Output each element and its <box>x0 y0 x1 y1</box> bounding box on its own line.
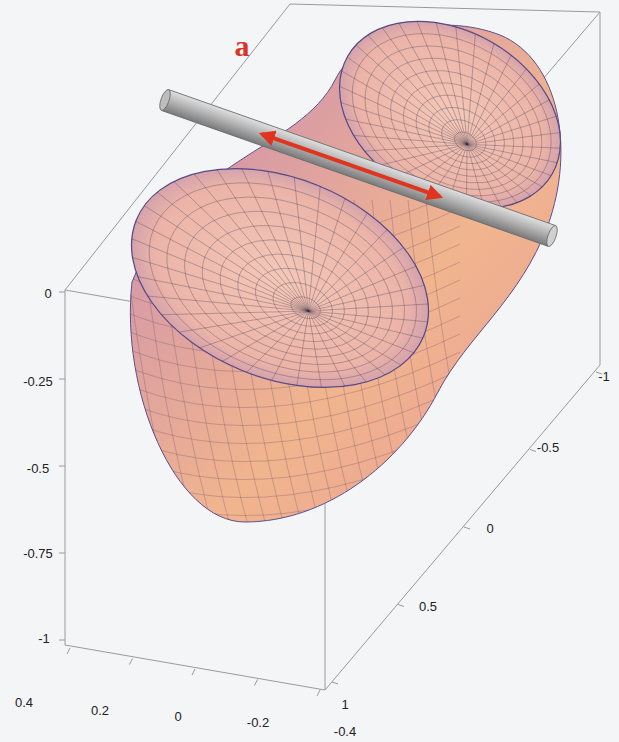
mesh-spoke <box>308 275 442 360</box>
tick-label: -0.5 <box>537 441 559 454</box>
rod-end <box>545 224 560 247</box>
tick-label: 0 <box>44 287 51 300</box>
tick-label: 0.4 <box>15 696 33 709</box>
mesh-spoke <box>218 160 354 311</box>
mesh-spoke <box>171 159 348 311</box>
tick <box>332 682 338 684</box>
rod <box>158 88 560 247</box>
mesh-spoke <box>344 19 498 145</box>
tick-label: 0 <box>486 522 493 535</box>
mesh-spoke <box>385 13 515 144</box>
mesh-spoke <box>147 255 309 370</box>
tick <box>59 292 65 293</box>
mesh-ring <box>183 201 400 382</box>
rod-label: a <box>235 31 250 61</box>
mesh-spoke <box>187 275 308 389</box>
tick <box>192 669 195 675</box>
mesh-spoke <box>331 65 468 144</box>
mesh-ring <box>162 182 416 393</box>
mesh-spoke <box>300 189 357 311</box>
mesh-spoke <box>308 204 394 328</box>
mesh-spoke <box>403 18 519 145</box>
mesh-spoke <box>467 78 566 179</box>
mesh-spoke <box>284 311 374 397</box>
tick <box>59 466 65 467</box>
mesh-spoke <box>467 144 553 194</box>
mesh-line <box>408 200 468 540</box>
mesh-line <box>426 200 486 540</box>
tick-label: -1 <box>38 632 50 645</box>
tick-label: 1 <box>341 698 348 711</box>
tick <box>67 648 70 654</box>
mesh-spoke <box>267 308 309 393</box>
mesh-spoke <box>295 311 409 384</box>
mesh-line <box>100 388 460 444</box>
mesh-spoke <box>467 116 569 194</box>
mesh-spoke <box>460 144 547 203</box>
rod-end <box>158 88 173 111</box>
mesh-spoke <box>308 310 428 359</box>
box-edge <box>65 290 66 645</box>
box-edge <box>65 645 325 690</box>
tick-label: 0 <box>174 710 181 723</box>
tick-label: -0.25 <box>23 375 53 388</box>
tick <box>398 605 404 607</box>
tick <box>59 379 65 380</box>
tick <box>59 640 65 641</box>
tick <box>130 659 133 665</box>
tick <box>59 553 65 554</box>
mesh-spoke <box>369 12 511 144</box>
mesh-spoke <box>193 158 351 311</box>
tick-label: -0.75 <box>23 547 53 560</box>
surface <box>81 0 609 540</box>
double-arrow <box>262 134 440 197</box>
mesh-spoke <box>308 258 442 357</box>
tick <box>530 450 536 452</box>
mesh-spoke <box>329 69 468 158</box>
mesh-spoke <box>245 166 356 311</box>
bowl-rim <box>99 127 461 429</box>
rod-body <box>161 90 555 247</box>
tick-label: -0.5 <box>27 462 49 475</box>
mesh-spoke <box>467 102 571 190</box>
tick <box>464 527 470 529</box>
tick-label: 0.2 <box>91 704 109 717</box>
mesh-line <box>100 442 460 498</box>
mesh-spoke <box>422 25 521 144</box>
mesh-spoke <box>336 27 491 145</box>
tick-label: -0.4 <box>334 725 356 738</box>
tick <box>255 680 258 686</box>
tick-label: -0.2 <box>247 716 269 729</box>
tick <box>317 690 320 696</box>
mesh-spoke <box>461 47 521 144</box>
mesh-spoke <box>122 241 308 343</box>
mesh-spoke <box>308 197 372 319</box>
tick-label: 0.5 <box>419 600 437 613</box>
mesh-spoke <box>467 90 570 186</box>
mesh-spoke <box>280 311 351 398</box>
mesh-spoke <box>117 233 309 311</box>
mesh-spoke <box>273 176 358 311</box>
mesh-spoke <box>151 164 342 312</box>
mesh-spoke <box>308 242 437 352</box>
mesh-spoke <box>329 50 475 144</box>
mesh-spoke <box>308 227 427 346</box>
mesh-ring <box>141 164 431 405</box>
box-edge <box>600 12 601 365</box>
tick-label: -1 <box>598 370 610 383</box>
mesh-line <box>100 460 460 516</box>
mesh-ring <box>99 127 461 429</box>
box-edge <box>290 4 600 12</box>
